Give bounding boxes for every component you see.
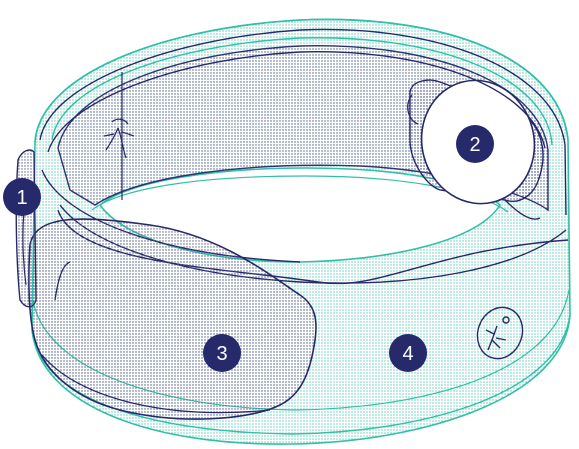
callout-1: 1 xyxy=(3,178,41,216)
callout-circle xyxy=(203,334,241,372)
band-top-rim xyxy=(34,18,569,143)
callout-number: 4 xyxy=(402,343,413,365)
callout-number: 3 xyxy=(216,343,227,365)
callout-circle xyxy=(389,334,427,372)
callout-2: 2 xyxy=(456,125,494,163)
callout-4: 4 xyxy=(389,334,427,372)
module-clip xyxy=(407,94,419,125)
callout-circle xyxy=(456,125,494,163)
band-inner-rim xyxy=(51,37,553,146)
callout-number: 1 xyxy=(16,187,27,209)
inner-figure-icon xyxy=(103,118,135,159)
outer-pad-inner-edge xyxy=(54,261,71,301)
module-tail xyxy=(504,199,541,220)
outer-pad-lower-edge xyxy=(41,354,271,414)
callout-number: 2 xyxy=(469,134,480,156)
outer-pad-fill xyxy=(28,218,317,420)
callout-circle xyxy=(3,178,41,216)
running-figure-icon xyxy=(476,306,524,360)
callout-3: 3 xyxy=(203,334,241,372)
band-edge xyxy=(15,149,37,308)
outer-pad xyxy=(28,218,317,420)
band-edge-ridge xyxy=(22,209,27,286)
